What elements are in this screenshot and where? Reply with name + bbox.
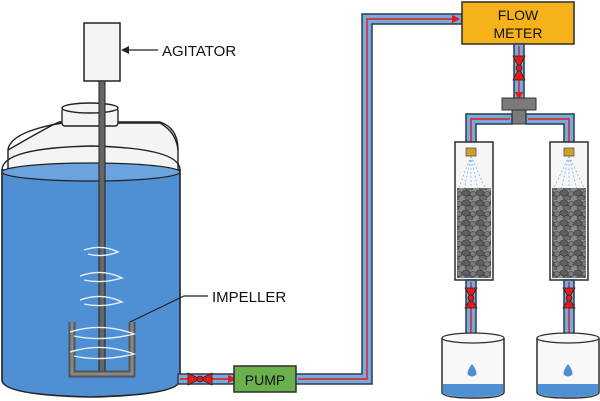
flow-meter-label-line2: METER <box>494 25 543 41</box>
flow-meter-label-line1: FLOW <box>498 7 539 23</box>
agitator-label: AGITATOR <box>162 43 236 60</box>
impeller-pointer <box>129 295 208 323</box>
valve-outlet-left <box>464 287 478 309</box>
valve-outlet-right <box>562 287 576 309</box>
beaker-left <box>441 332 505 399</box>
spray-left <box>457 155 487 191</box>
pipe-tee-branches <box>465 113 575 151</box>
column-right <box>549 141 589 281</box>
swirl-arrows <box>69 246 137 360</box>
droplet-left <box>467 364 477 377</box>
gravel-right <box>552 188 586 278</box>
tank <box>1 102 181 398</box>
pump-box <box>233 365 297 393</box>
valve-tank-outlet <box>187 372 213 386</box>
spray-right <box>552 155 586 191</box>
gravel-left <box>457 188 491 278</box>
droplet-right <box>563 364 573 377</box>
valve-flowmeter-outlet <box>512 55 526 81</box>
impeller <box>68 322 136 378</box>
impeller-label: IMPELLER <box>212 289 286 306</box>
nozzle-right <box>563 147 575 157</box>
beaker-right-water <box>538 384 598 397</box>
beaker-right <box>536 332 600 399</box>
agitator-motor <box>83 22 121 82</box>
pump-label: PUMP <box>245 372 285 388</box>
pump: PUMP <box>233 365 297 393</box>
column-left <box>454 141 494 281</box>
nozzle-left <box>465 147 477 157</box>
pipe-pump-to-flowmeter <box>295 13 463 385</box>
water-surface <box>1 162 181 182</box>
flow-meter: FLOW METER <box>461 1 575 45</box>
tank-body <box>1 169 181 398</box>
tee-fitting <box>501 97 537 111</box>
agitator <box>83 22 121 372</box>
beaker-left-water <box>443 384 503 397</box>
